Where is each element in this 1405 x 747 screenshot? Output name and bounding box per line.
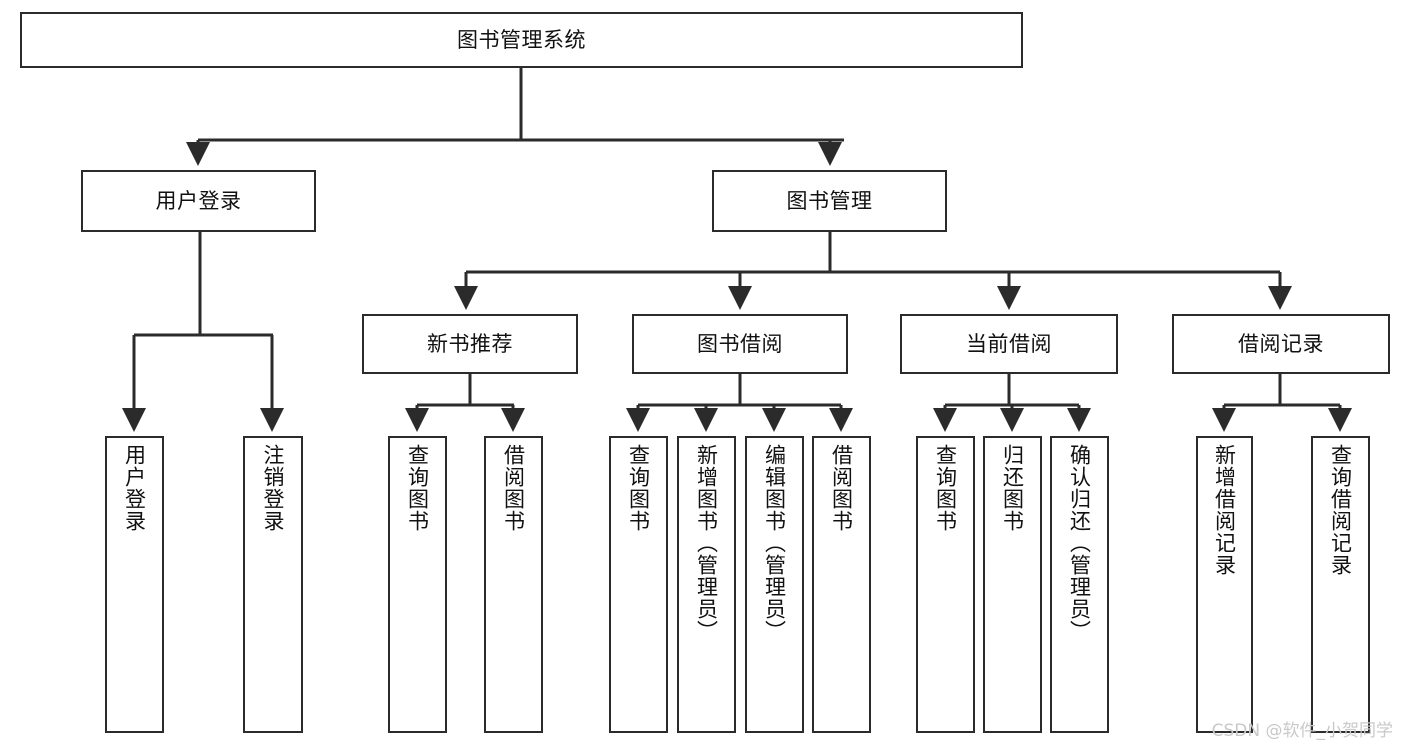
leaf-edit-book-admin[interactable]: 编辑图书（管理员）	[745, 436, 804, 733]
leaf-query-book-newbook[interactable]: 查询图书	[388, 436, 447, 733]
leaf-return-book[interactable]: 归还图书	[983, 436, 1042, 733]
node-user-login[interactable]: 用户登录	[81, 170, 316, 232]
leaf-add-borrow-record[interactable]: 新增借阅记录	[1196, 436, 1253, 733]
node-book-borrow[interactable]: 图书借阅	[632, 314, 848, 374]
leaf-edit-book-admin-label: 编辑图书（管理员）	[762, 444, 787, 642]
leaf-return-book-label: 归还图书	[1000, 444, 1025, 532]
leaf-borrow-book-newbook-label: 借阅图书	[501, 444, 526, 532]
leaf-logout-label: 注销登录	[261, 444, 286, 532]
node-user-login-label: 用户登录	[155, 188, 242, 213]
leaf-user-login-label: 用户登录	[122, 444, 147, 532]
leaf-logout[interactable]: 注销登录	[243, 436, 303, 733]
node-book-management-label: 图书管理	[786, 188, 873, 213]
leaf-query-book-borrow-label: 查询图书	[626, 444, 651, 532]
leaf-add-book-admin-label: 新增图书（管理员）	[694, 444, 719, 642]
leaf-lend-book[interactable]: 借阅图书	[812, 436, 871, 733]
node-book-borrow-label: 图书借阅	[697, 331, 783, 356]
leaf-add-borrow-record-label: 新增借阅记录	[1212, 444, 1237, 576]
leaf-confirm-return-admin[interactable]: 确认归还（管理员）	[1050, 436, 1109, 733]
node-new-book-recommend[interactable]: 新书推荐	[362, 314, 578, 374]
node-borrow-record-label: 借阅记录	[1238, 331, 1324, 356]
node-book-management[interactable]: 图书管理	[712, 170, 947, 232]
node-new-book-recommend-label: 新书推荐	[427, 331, 513, 356]
node-borrow-record[interactable]: 借阅记录	[1172, 314, 1390, 374]
leaf-borrow-book-newbook[interactable]: 借阅图书	[484, 436, 543, 733]
leaf-confirm-return-admin-label: 确认归还（管理员）	[1067, 444, 1092, 642]
leaf-query-book-current-label: 查询图书	[933, 444, 958, 532]
leaf-query-book-borrow[interactable]: 查询图书	[609, 436, 668, 733]
leaf-lend-book-label: 借阅图书	[829, 444, 854, 532]
watermark: CSDN @软件_小贺同学	[1211, 721, 1393, 741]
node-root[interactable]: 图书管理系统	[20, 12, 1023, 68]
node-current-borrow-label: 当前借阅	[966, 331, 1052, 356]
leaf-query-book-current[interactable]: 查询图书	[916, 436, 975, 733]
leaf-query-book-newbook-label: 查询图书	[405, 444, 430, 532]
leaf-add-book-admin[interactable]: 新增图书（管理员）	[677, 436, 736, 733]
leaf-query-borrow-record[interactable]: 查询借阅记录	[1311, 436, 1370, 733]
leaf-user-login[interactable]: 用户登录	[105, 436, 164, 733]
node-current-borrow[interactable]: 当前借阅	[900, 314, 1118, 374]
node-root-label: 图书管理系统	[457, 27, 586, 52]
leaf-query-borrow-record-label: 查询借阅记录	[1328, 444, 1353, 576]
